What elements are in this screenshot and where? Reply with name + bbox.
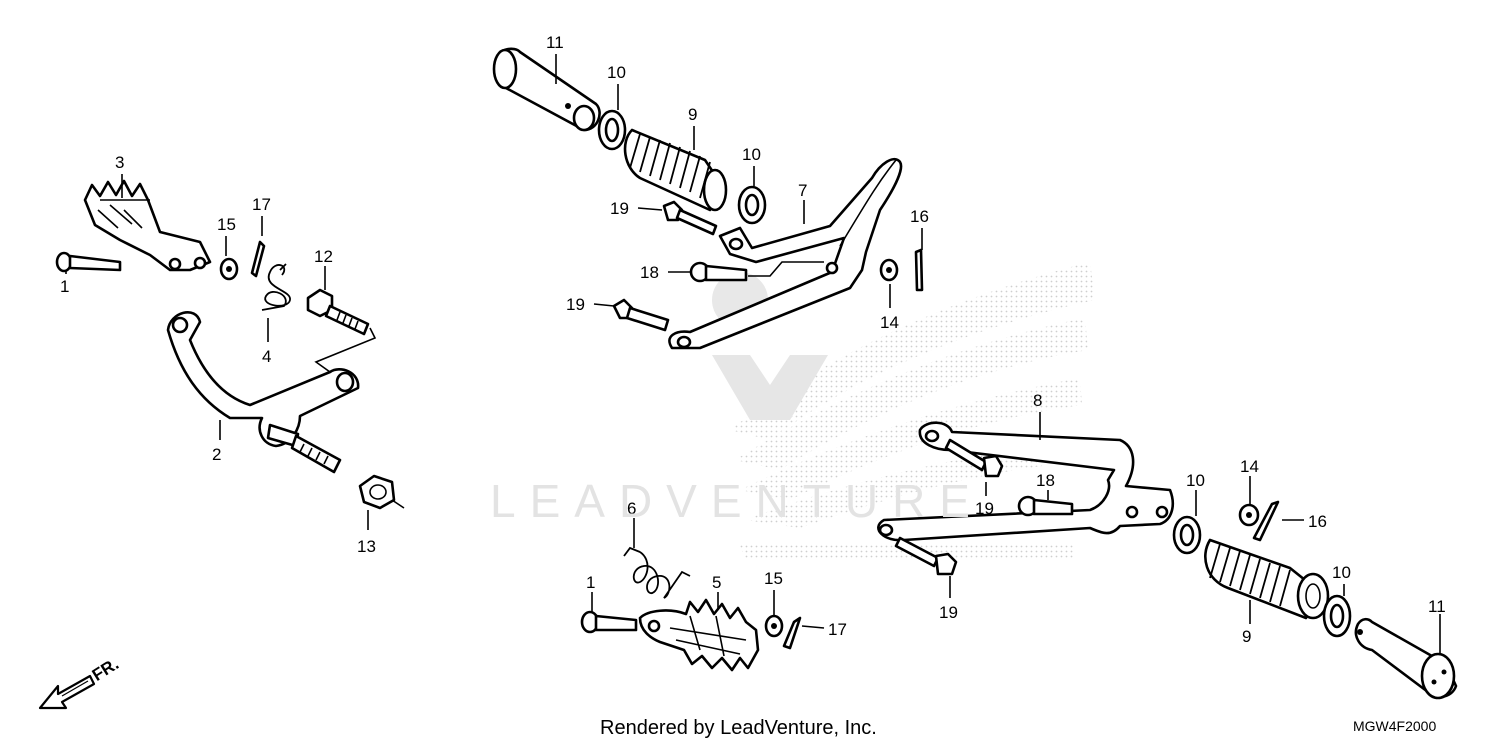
callout-15-left: 15 — [217, 215, 236, 234]
callout-19-lower-a: 19 — [975, 499, 994, 518]
callout-14-lower: 14 — [1240, 457, 1259, 476]
diagram-code: MGW4F2000 — [1353, 718, 1437, 734]
watermark-text: LEADVENTURE — [490, 475, 984, 527]
callout-8: 8 — [1033, 391, 1042, 410]
callout-numbers: 3 1 15 17 4 12 2 13 11 10 9 10 7 19 18 1… — [60, 33, 1446, 646]
callout-17-left: 17 — [252, 195, 271, 214]
callout-18-upper: 18 — [640, 263, 659, 282]
callout-1-lower: 1 — [586, 573, 595, 592]
callout-2: 2 — [212, 445, 221, 464]
left-footpeg-assembly — [55, 179, 405, 510]
callout-19-lower-b: 19 — [939, 603, 958, 622]
callout-15-lower: 15 — [764, 569, 783, 588]
callout-16-lower: 16 — [1308, 512, 1327, 531]
callout-1-left: 1 — [60, 277, 69, 296]
callout-9-upper: 9 — [688, 105, 697, 124]
callout-11-upper: 11 — [546, 33, 564, 52]
callout-10-upper-a: 10 — [607, 63, 626, 82]
callout-16-upper: 16 — [910, 207, 929, 226]
callout-19-upper-b: 19 — [566, 295, 585, 314]
callout-18-lower: 18 — [1036, 471, 1055, 490]
right-step-assembly — [877, 421, 1458, 700]
callout-13: 13 — [357, 537, 376, 556]
callout-19-upper-a: 19 — [610, 199, 629, 218]
callout-leaders — [65, 54, 1441, 654]
callout-17-lower: 17 — [828, 620, 847, 639]
callout-10-lower-b: 10 — [1332, 563, 1351, 582]
wing-logo-watermark — [712, 262, 1095, 560]
callout-4: 4 — [262, 347, 271, 366]
callout-14-upper: 14 — [880, 313, 899, 332]
callout-5: 5 — [712, 573, 721, 592]
callout-7: 7 — [798, 181, 807, 200]
callout-11-lower: 11 — [1428, 597, 1446, 616]
callout-10-lower-a: 10 — [1186, 471, 1205, 490]
callout-6: 6 — [627, 499, 636, 518]
callout-10-upper-b: 10 — [742, 145, 761, 164]
callout-9-lower: 9 — [1242, 627, 1251, 646]
render-credit: Rendered by LeadVenture, Inc. — [600, 717, 877, 739]
front-arrow-icon — [38, 674, 96, 710]
callout-12: 12 — [314, 247, 333, 266]
lower-footpeg-assembly — [580, 546, 825, 672]
upper-step-assembly — [492, 47, 924, 350]
callout-3: 3 — [115, 153, 124, 172]
